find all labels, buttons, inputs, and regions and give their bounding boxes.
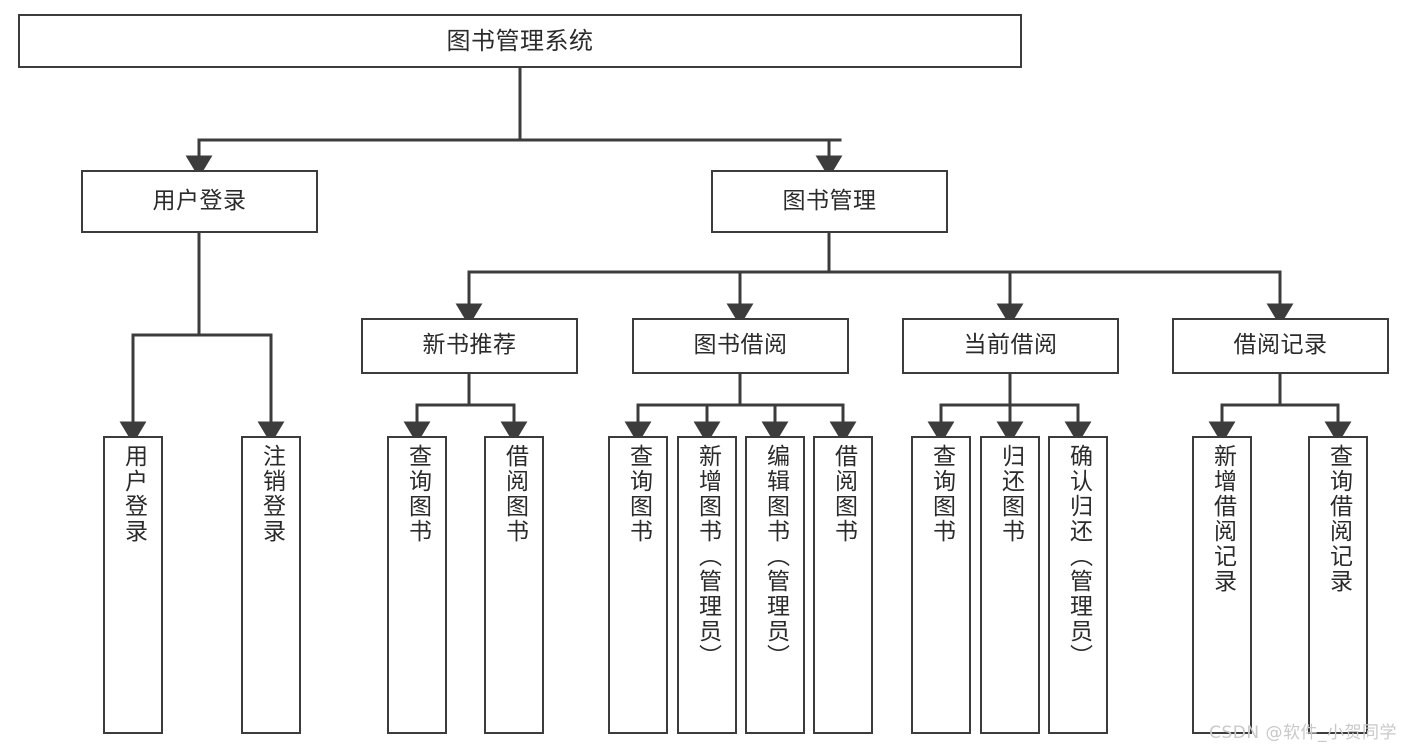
leaf-node-query-book-current[interactable]: 查询图书: [911, 436, 971, 734]
node-label: 图书管理系统: [446, 26, 594, 55]
node-label: 新增借阅记录: [1209, 444, 1236, 594]
node-label: 查询图书: [928, 444, 955, 544]
leaf-node-query-book-recommend[interactable]: 查询图书: [387, 436, 447, 734]
leaf-node-user-logout[interactable]: 注销登录: [241, 436, 301, 734]
leaf-node-return-book[interactable]: 归还图书: [980, 436, 1040, 734]
leaf-node-borrow-book-recommend[interactable]: 借阅图书: [484, 436, 544, 734]
leaf-node-query-book-borrow[interactable]: 查询图书: [608, 436, 668, 734]
node-label: 图书借阅: [693, 332, 788, 359]
node-label: 查询图书: [625, 444, 652, 544]
node-label: 图书管理: [782, 187, 877, 214]
node-label: 编辑图书（管理员）: [762, 444, 789, 669]
node-label: 用户登录: [152, 187, 247, 214]
node-label: 当前借阅: [963, 332, 1058, 359]
node-label: 新书推荐: [422, 332, 517, 359]
node-label: 借阅图书: [830, 444, 857, 544]
node-root-book-management-system[interactable]: 图书管理系统: [18, 14, 1022, 68]
node-label: 注销登录: [258, 444, 285, 544]
leaf-node-add-book-admin[interactable]: 新增图书（管理员）: [677, 436, 737, 734]
node-user-login[interactable]: 用户登录: [81, 170, 318, 233]
node-label: 归还图书: [997, 444, 1024, 544]
node-book-borrow[interactable]: 图书借阅: [632, 318, 849, 374]
node-label: 借阅记录: [1233, 332, 1328, 359]
node-label: 新增图书（管理员）: [694, 444, 721, 669]
node-label: 确认归还（管理员）: [1065, 444, 1092, 669]
leaf-node-confirm-return-admin[interactable]: 确认归还（管理员）: [1048, 436, 1108, 734]
leaf-node-add-borrow-record[interactable]: 新增借阅记录: [1192, 436, 1252, 734]
node-label: 查询借阅记录: [1325, 444, 1352, 594]
leaf-node-borrow-book-borrow[interactable]: 借阅图书: [813, 436, 873, 734]
node-label: 用户登录: [120, 444, 147, 544]
node-book-manage[interactable]: 图书管理: [711, 170, 948, 233]
node-label: 查询图书: [404, 444, 431, 544]
leaf-node-query-borrow-record[interactable]: 查询借阅记录: [1308, 436, 1368, 734]
node-current-borrow[interactable]: 当前借阅: [902, 318, 1119, 374]
leaf-node-user-login[interactable]: 用户登录: [103, 436, 163, 734]
leaf-node-edit-book-admin[interactable]: 编辑图书（管理员）: [745, 436, 805, 734]
node-borrow-record[interactable]: 借阅记录: [1172, 318, 1389, 374]
node-label: 借阅图书: [501, 444, 528, 544]
csdn-watermark: CSDN @软件_小贺同学: [1209, 723, 1397, 743]
node-new-book-recommend[interactable]: 新书推荐: [361, 318, 578, 374]
